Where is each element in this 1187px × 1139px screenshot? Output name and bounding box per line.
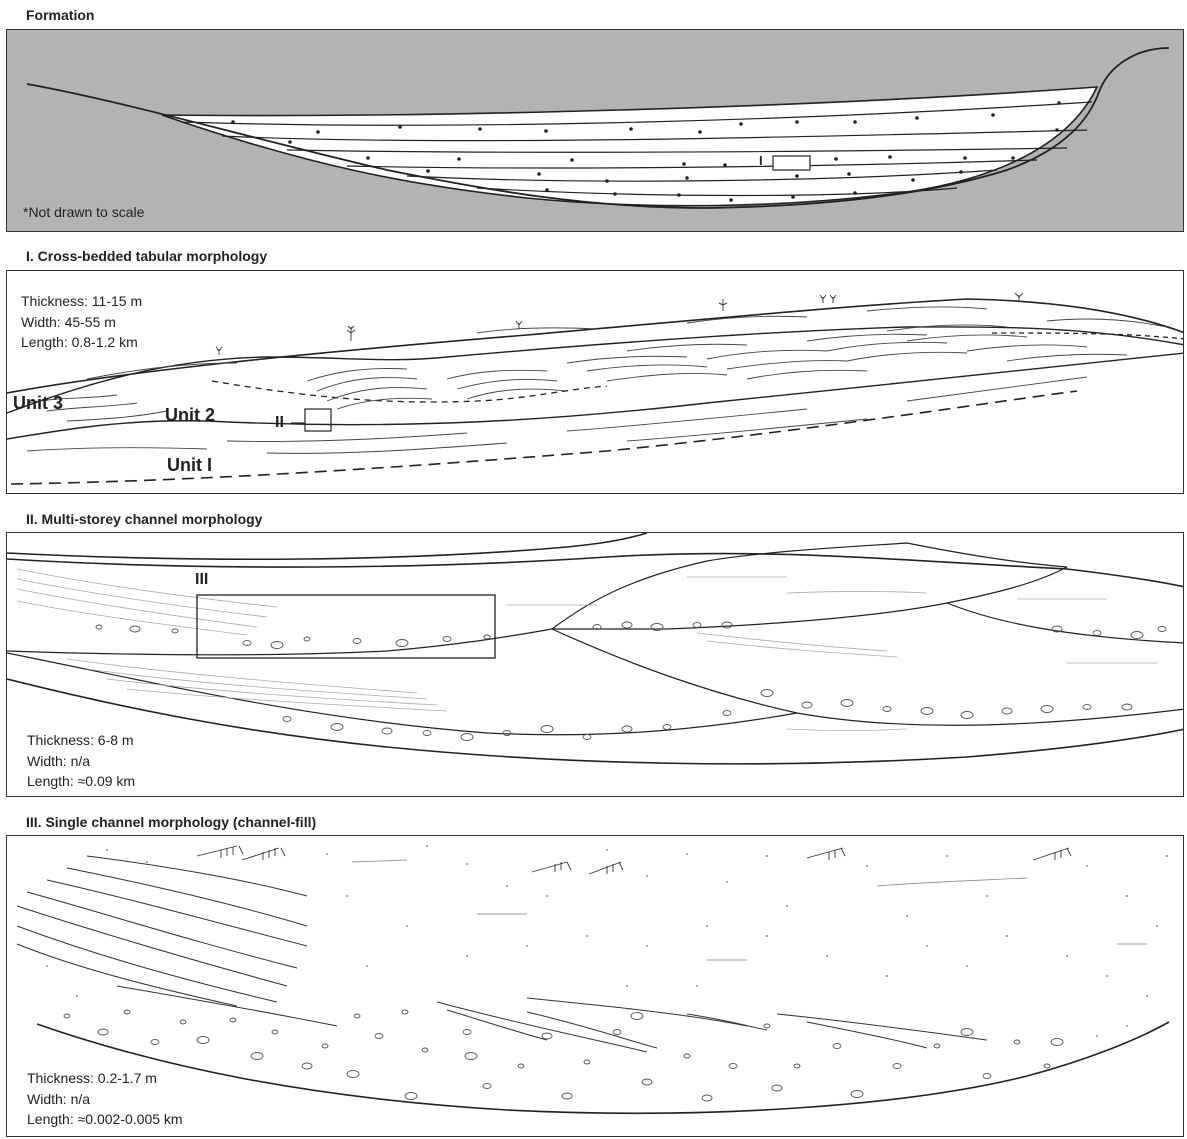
formation-title: Formation: [26, 7, 95, 23]
panel2-thickness: Thickness: 6-8 m: [27, 732, 134, 748]
panel1-thickness: Thickness: 11-15 m: [21, 293, 143, 309]
panel3-drawing: [16, 845, 1170, 1115]
panel2-drawing: [7, 533, 1183, 765]
panel3-single-channel: Thickness: 0.2-1.7 m Width: n/a Length: …: [6, 835, 1184, 1137]
formation-note: *Not drawn to scale: [23, 204, 145, 220]
panel1-width: Width: 45-55 m: [21, 313, 116, 330]
unit3-label: Unit 3: [13, 393, 64, 413]
panel1-marker-label: II: [275, 414, 284, 431]
panel3-width: Width: n/a: [27, 1090, 91, 1107]
panel1-drawing: [7, 292, 1183, 485]
panel3-metrics: Thickness: 0.2-1.7 m Width: n/a Length: …: [27, 1068, 183, 1130]
panel2-metrics: Thickness: 6-8 m Width: n/a Length: ≈0.0…: [27, 730, 135, 792]
formation-cross-section: [26, 47, 1170, 209]
panel2-length: Length: ≈0.09 km: [27, 773, 136, 789]
panel3-title: III. Single channel morphology (channel-…: [26, 814, 317, 830]
panel1-metrics: Thickness: 11-15 m Width: 45-55 m Length…: [21, 291, 142, 353]
panel2-multi-storey: III Thickness: 6-8 m Width: n/a Length: …: [6, 532, 1184, 797]
panel1-cross-bedded: Thickness: 11-15 m Width: 45-55 m Length…: [6, 270, 1184, 494]
formation-marker-label: I: [759, 153, 763, 168]
panel2-width: Width: n/a: [27, 752, 91, 769]
formation-panel: I *Not drawn to scale: [6, 29, 1184, 232]
sand-stipple: [46, 845, 1168, 1037]
panel3-thickness: Thickness: 0.2-1.7 m: [27, 1070, 157, 1086]
panel1-length: Length: 0.8-1.2 km: [21, 334, 138, 350]
panel1-title: I. Cross-bedded tabular morphology: [26, 248, 268, 264]
panel3-length: Length: ≈0.002-0.005 km: [27, 1111, 183, 1127]
panel2-marker-label: III: [195, 571, 209, 588]
unit2-label: Unit 2: [165, 405, 216, 425]
unit1-label: Unit I: [167, 455, 212, 475]
panel2-title: II. Multi-storey channel morphology: [26, 511, 263, 527]
